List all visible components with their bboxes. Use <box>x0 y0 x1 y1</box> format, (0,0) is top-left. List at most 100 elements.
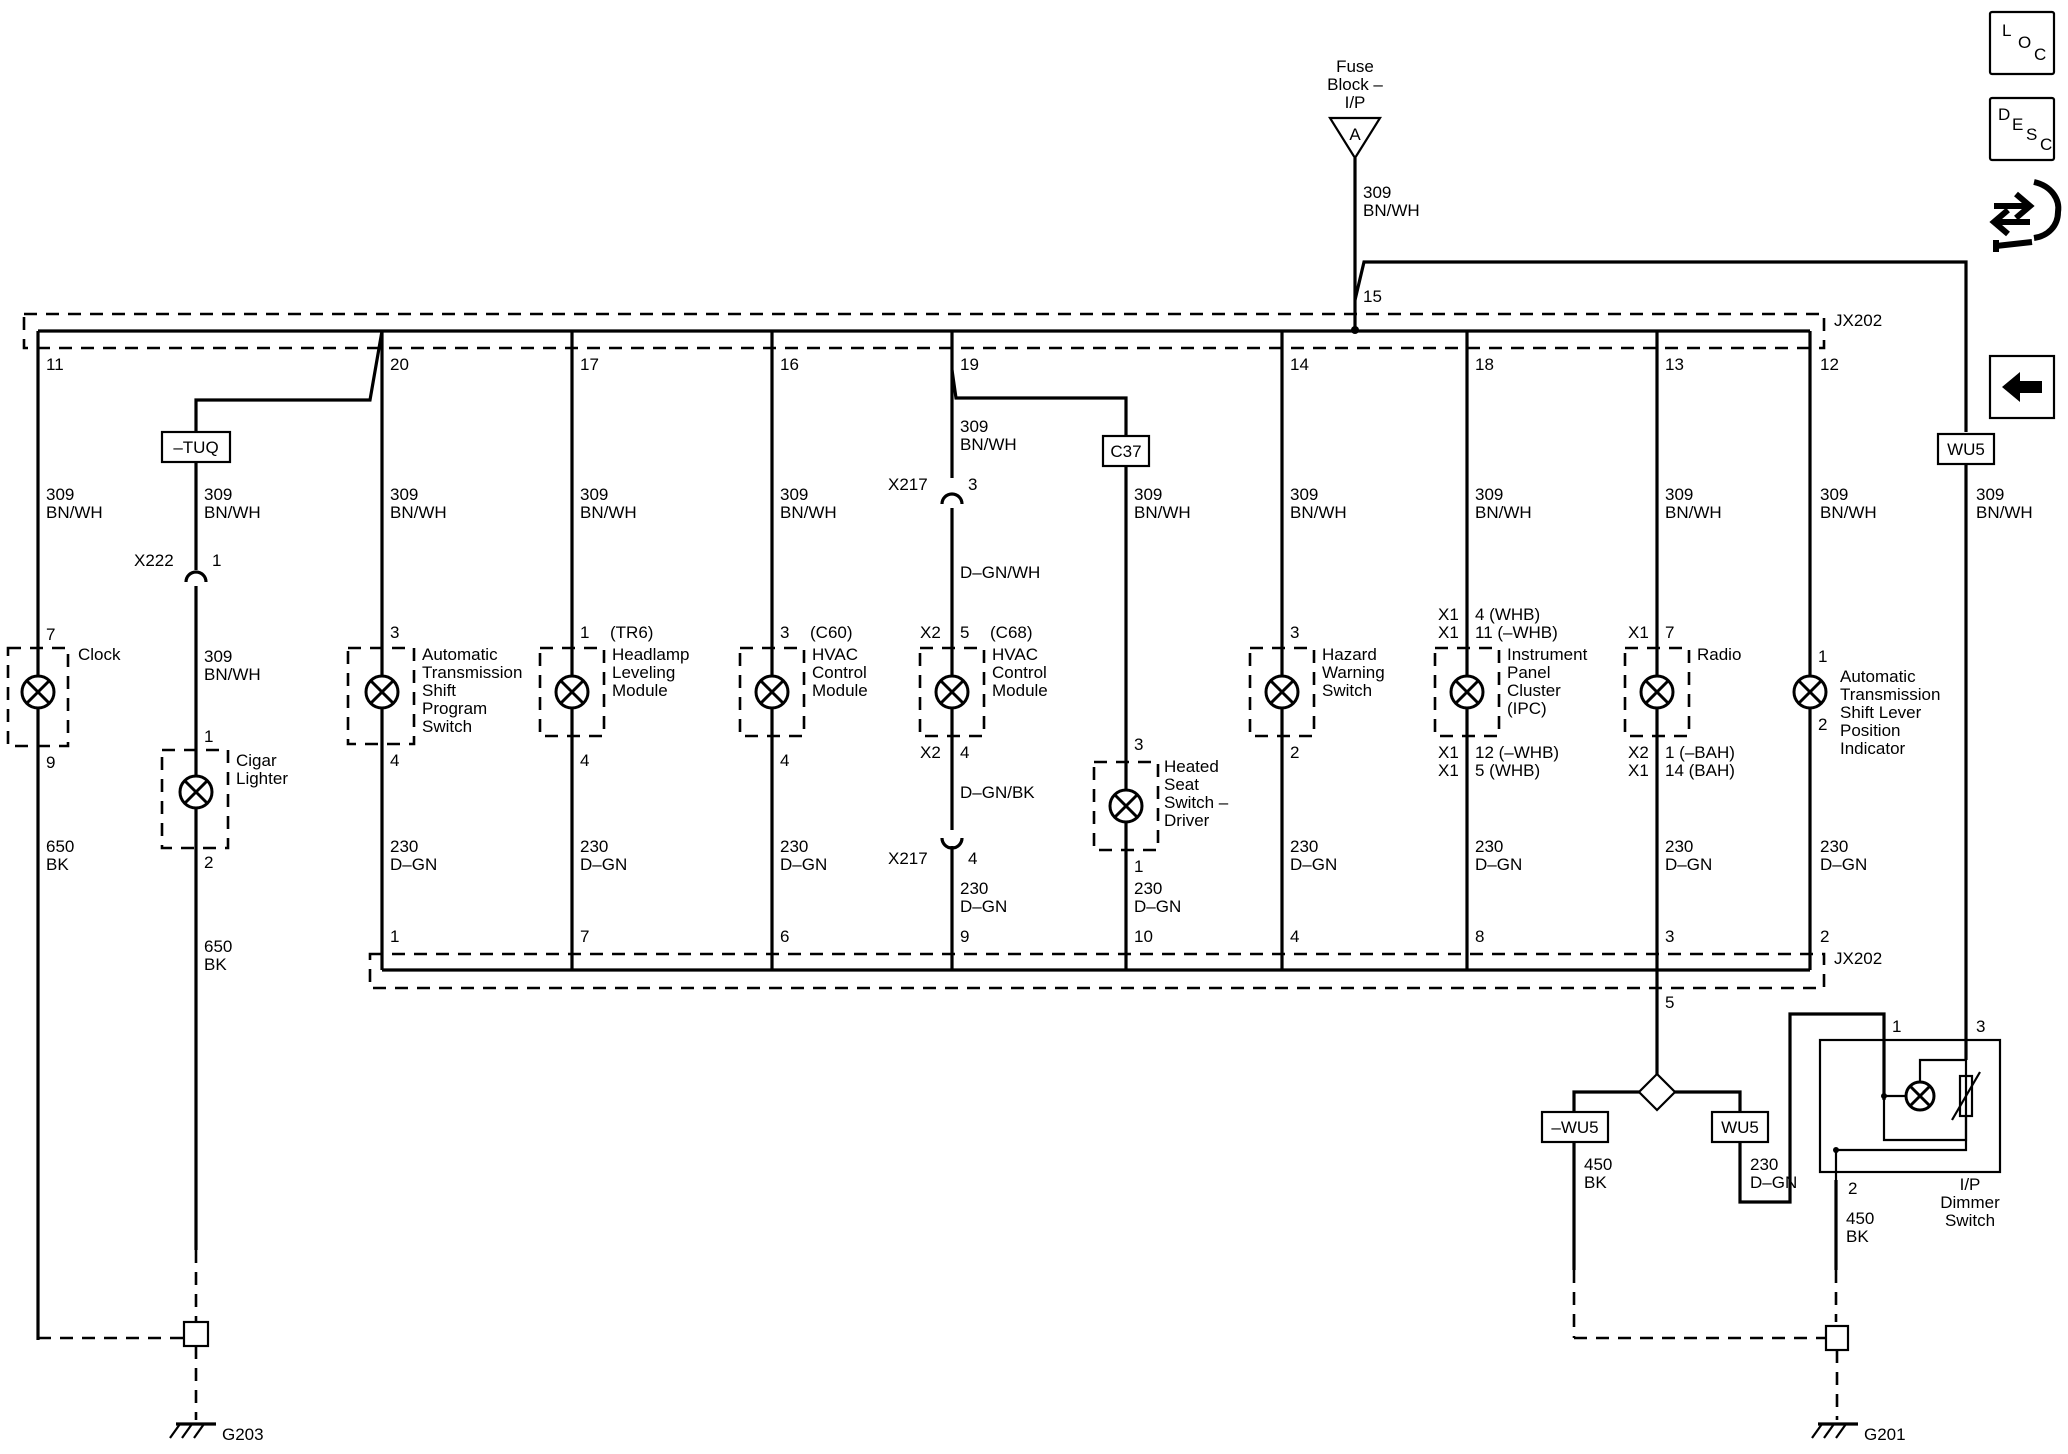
atsps-wire-col: BN/WH <box>390 503 447 522</box>
hss-lamp-icon <box>1108 788 1144 824</box>
hss-gnd-col: D–GN <box>1134 897 1181 916</box>
hvac60-label-1: HVAC <box>812 645 858 664</box>
hws-pin-b: 2 <box>1290 743 1299 762</box>
pin-top-13: 13 <box>1665 355 1684 374</box>
clock-pin-a: 7 <box>46 625 55 644</box>
ipc-wire-num: 309 <box>1475 485 1503 504</box>
x217-bottom-label: X217 <box>888 849 928 868</box>
x222-pin: 1 <box>212 551 221 570</box>
hvac68-wire-col: BN/WH <box>960 435 1017 454</box>
cigar-wire-col-2: BN/WH <box>204 665 261 684</box>
cigar-pin-a: 1 <box>204 727 213 746</box>
fuse-block-label-1: Fuse <box>1336 57 1374 76</box>
ipc-label-4: (IPC) <box>1507 699 1547 718</box>
pin-top-18: 18 <box>1475 355 1494 374</box>
nwu5-bk-num: 450 <box>1584 1155 1612 1174</box>
connector-tool-icon[interactable] <box>1989 179 2062 252</box>
hlm-label-1: Headlamp <box>612 645 690 664</box>
hws-outline <box>1248 646 1316 738</box>
radio-x1a: X1 <box>1628 623 1649 642</box>
hvac60-gnd-num: 230 <box>780 837 808 856</box>
hvac60-outline <box>738 646 806 738</box>
atslpi-pin-a: 1 <box>1818 647 1827 666</box>
atslpi-label-4: Position <box>1840 721 1900 740</box>
radio-gnd-col: D–GN <box>1665 855 1712 874</box>
cigar-label-1: Cigar <box>236 751 277 770</box>
hvac60-gnd-col: D–GN <box>780 855 827 874</box>
desc-icon[interactable]: D E S C <box>1988 96 2056 162</box>
hvac68-gnd-num: 230 <box>960 879 988 898</box>
hss-pin-a: 3 <box>1134 735 1143 754</box>
ipc-lamp-icon <box>1449 674 1485 710</box>
fuse-block: Fuse Block – I/P A <box>1327 57 1383 161</box>
ipc-gnd-num: 230 <box>1475 837 1503 856</box>
hlm-gnd-num: 230 <box>580 837 608 856</box>
hss-label-4: Driver <box>1164 811 1210 830</box>
wu5-wire-col: BN/WH <box>1976 503 2033 522</box>
clock-lamp-icon <box>20 674 56 710</box>
dimmer-dot-1 <box>1881 1093 1887 1099</box>
loc-letter-o: O <box>2018 33 2031 52</box>
atslpi-pin-b: 2 <box>1818 715 1827 734</box>
hlm-outline <box>538 646 606 738</box>
option-tuq-box <box>160 430 232 464</box>
desc-letter-e: E <box>2012 115 2023 134</box>
cigar-lamp-icon <box>178 774 214 810</box>
hss-label-1: Heated <box>1164 757 1219 776</box>
dimmer-label-3: Switch <box>1945 1211 1995 1230</box>
x217-top-connector-icon <box>940 492 964 505</box>
hvac60-wire-num: 309 <box>780 485 808 504</box>
desc-letter-s: S <box>2026 125 2037 144</box>
option-wu5-bottom-box <box>1710 1110 1770 1144</box>
ipc-x1c: X1 <box>1438 743 1459 762</box>
hws-label-1: Hazard <box>1322 645 1377 664</box>
atsps-pin-a: 3 <box>390 623 399 642</box>
option-wu5-top-box <box>1936 432 1996 466</box>
hlm-ref: (TR6) <box>610 623 653 642</box>
atslpi-label-2: Transmission <box>1840 685 1940 704</box>
hws-label-2: Warning <box>1322 663 1385 682</box>
hvac68-gnd-col: D–GN <box>960 897 1007 916</box>
hvac60-ref: (C60) <box>810 623 853 642</box>
option-c37-label: C37 <box>1110 442 1141 461</box>
ground-splice-g201 <box>1824 1324 1850 1352</box>
ground-g201-icon <box>1811 1422 1858 1439</box>
hvac60-pin-b: 4 <box>780 751 789 770</box>
dimmer-label-1: I/P <box>1960 1175 1981 1194</box>
hws-gnd-num: 230 <box>1290 837 1318 856</box>
ipc-pin-a2: 11 (–WHB) <box>1475 623 1558 642</box>
cigar-bk-num: 650 <box>204 937 232 956</box>
x222-connector-icon <box>184 570 208 583</box>
hlm-bot-pin: 7 <box>580 927 589 946</box>
hlm-lamp-icon <box>554 674 590 710</box>
hss-wire-num: 309 <box>1134 485 1162 504</box>
cigar-label-2: Lighter <box>236 769 288 788</box>
atslpi-gnd-col: D–GN <box>1820 855 1867 874</box>
hss-outline <box>1092 760 1160 852</box>
hss-label-2: Seat <box>1164 775 1199 794</box>
atsps-label-4: Program <box>422 699 487 718</box>
hlm-gnd-col: D–GN <box>580 855 627 874</box>
option-wu5-bottom-label: WU5 <box>1721 1118 1759 1137</box>
radio-wire-num: 309 <box>1665 485 1693 504</box>
x217-top-pin: 3 <box>968 475 977 494</box>
back-arrow-icon[interactable] <box>1988 354 2056 420</box>
hss-bot-pin: 10 <box>1134 927 1153 946</box>
connector-jx202-bottom <box>368 952 1826 990</box>
radio-lamp-icon <box>1639 674 1675 710</box>
pin-top-20: 20 <box>390 355 409 374</box>
wu5-gnd-col: D–GN <box>1750 1173 1797 1192</box>
ipc-outline <box>1433 646 1501 738</box>
radio-x2b: X2 <box>1628 743 1649 762</box>
atsps-bot-pin: 1 <box>390 927 399 946</box>
hvac68-x2b: X2 <box>920 743 941 762</box>
ipc-label-1: Instrument <box>1507 645 1588 664</box>
loc-icon[interactable]: L O C <box>1988 10 2056 76</box>
ipc-pin-b2: 5 (WHB) <box>1475 761 1540 780</box>
hlm-wire-num: 309 <box>580 485 608 504</box>
hvac68-pin-a: 5 <box>960 623 969 642</box>
option-c37-box <box>1101 434 1151 468</box>
fuse-block-label-3: I/P <box>1345 93 1366 112</box>
connector-jx202-top <box>22 312 1826 350</box>
nwu5-bk-col: BK <box>1584 1173 1607 1192</box>
